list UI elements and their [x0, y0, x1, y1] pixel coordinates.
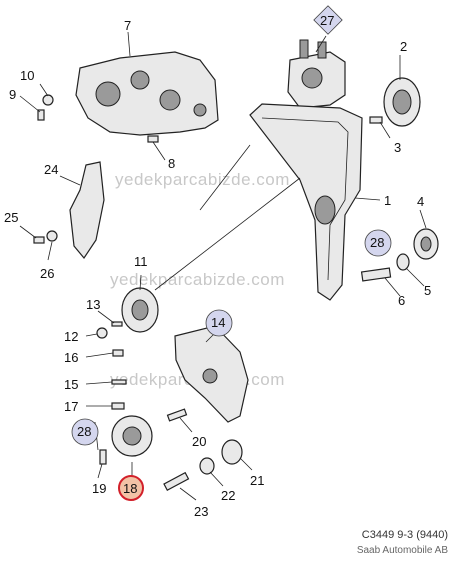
callout-9: 9 [9, 87, 16, 102]
diamond-27 [313, 5, 343, 35]
idler-pulley [413, 228, 439, 260]
callout-28-right: 28 [370, 235, 384, 250]
highlight-18[interactable] [118, 475, 144, 501]
bolt [360, 267, 392, 282]
callout-12: 12 [64, 329, 78, 344]
callout-1: 1 [384, 193, 391, 208]
diagram-code: C3449 9-3 (9440) [361, 529, 448, 541]
callout-23: 23 [194, 504, 208, 519]
timing-belt-cover [75, 51, 219, 136]
callout-10: 10 [20, 68, 34, 83]
leader-lines [19, 31, 427, 501]
callout-circles: 14 28 28 18 27 [71, 5, 392, 501]
circle-28-right [364, 229, 392, 257]
callout-20: 20 [192, 434, 206, 449]
callout-13: 13 [86, 297, 100, 312]
publisher: Saab Automobile AB [356, 545, 448, 556]
watermark-middle: yedekparcabizde.com [110, 270, 285, 289]
washer [396, 253, 410, 271]
callout-3: 3 [394, 140, 401, 155]
callout-7: 7 [124, 18, 131, 33]
callout-24: 24 [44, 162, 58, 177]
callout-8: 8 [168, 156, 175, 171]
callout-25: 25 [4, 210, 18, 225]
callout-22: 22 [221, 488, 235, 503]
callout-17: 17 [64, 399, 78, 414]
callout-4: 4 [417, 194, 424, 209]
small-parts [33, 94, 383, 491]
callout-21: 21 [250, 473, 264, 488]
injection-pump [287, 39, 346, 109]
callout-5: 5 [424, 283, 431, 298]
callout-19: 19 [92, 481, 106, 496]
callout-28-left: 28 [77, 424, 91, 439]
callout-16: 16 [64, 350, 78, 365]
callout-18-label[interactable]: 18 [123, 481, 137, 496]
callout-2: 2 [400, 39, 407, 54]
circle-28-left [71, 418, 99, 446]
callout-26: 26 [40, 266, 54, 281]
callout-15: 15 [64, 377, 78, 392]
cover-bracket [69, 161, 105, 260]
camshaft-sprocket [383, 77, 421, 127]
callout-6: 6 [398, 293, 405, 308]
crankshaft-sprocket [121, 287, 159, 333]
tensioner-bracket [174, 325, 249, 423]
circle-14 [205, 309, 233, 337]
callout-27: 27 [320, 13, 334, 28]
callout-labels: 1 2 3 4 5 6 7 8 9 10 11 12 13 14 15 16 1… [4, 18, 431, 519]
watermark-top: yedekparcabizde.com [115, 170, 290, 189]
callout-11: 11 [134, 254, 148, 269]
callout-14-label: 14 [211, 315, 225, 330]
timing-belt [249, 103, 363, 301]
tensioner-pulley [111, 415, 153, 457]
